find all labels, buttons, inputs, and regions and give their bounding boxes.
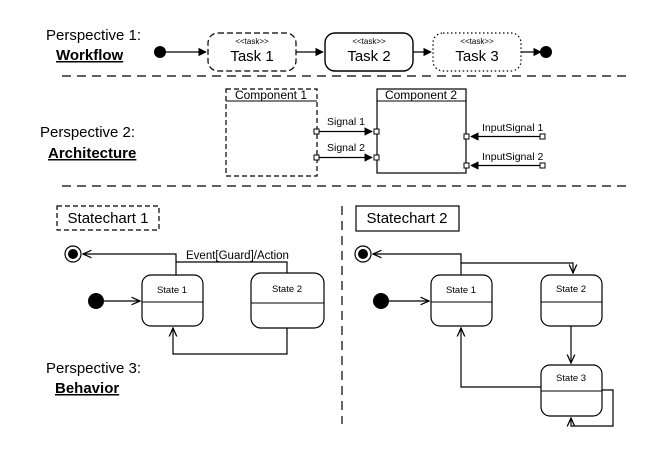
input-signal-1-label: InputSignal 1	[482, 122, 543, 134]
statechart-1: Statechart 1 State 1 State 2 Event[Guard…	[56, 205, 325, 355]
workflow-final-node	[540, 46, 552, 58]
signal-1-label: Signal 1	[327, 116, 365, 128]
task-3[interactable]: <<task>> Task 3	[432, 32, 522, 72]
statechart-2-final-state	[354, 245, 372, 263]
input-signal-1-connector: InputSignal 1	[463, 122, 546, 141]
statechart-2-initial-node	[373, 293, 389, 309]
input-signal-2-port-in	[463, 162, 470, 169]
statechart-2: Statechart 2 State 1 State 2 State 3	[354, 205, 614, 426]
signal-2-label: Signal 2	[327, 142, 365, 154]
statechart-2-title: Statechart 2	[367, 210, 448, 227]
perspective-2-name: Architecture	[48, 145, 136, 162]
task-2-stereotype: <<task>>	[352, 37, 386, 46]
statechart-2-self-transition-3	[571, 389, 614, 426]
perspective-1-name: Workflow	[56, 47, 124, 64]
statechart-2-state-2-label: State 2	[556, 284, 586, 295]
input-signal-1-port-out	[539, 133, 546, 140]
statechart-2-title-box	[355, 205, 460, 232]
component-1[interactable]: Component 1	[225, 88, 318, 177]
workflow-diagram: <<task>> Task 1 <<task>> Task 2 <<task>>…	[154, 32, 552, 72]
statechart-1-initial-node	[88, 293, 104, 309]
component-2[interactable]: Component 2	[376, 88, 467, 174]
input-signal-2-label: InputSignal 2	[482, 151, 543, 163]
statechart-2-transition-1-to-2	[460, 262, 573, 275]
statechart-1-transition-2-to-1	[173, 328, 288, 355]
input-signal-1-port-in	[463, 133, 470, 140]
task-3-label: Task 3	[455, 48, 498, 65]
task-3-stereotype: <<task>>	[460, 37, 494, 46]
statechart-2-state-3-label: State 3	[556, 373, 586, 384]
statechart-1-title-box	[56, 205, 160, 231]
statechart-1-final-state	[64, 245, 82, 263]
statechart-2-state-1-label: State 1	[446, 285, 476, 296]
signal-2-connector: Signal 2	[313, 142, 380, 162]
statechart-2-state-1[interactable]: State 1	[430, 274, 493, 327]
statechart-1-title: Statechart 1	[68, 210, 149, 227]
statechart-1-state-2-label: State 2	[272, 284, 302, 295]
component-1-title: Component 1	[235, 88, 307, 102]
component-2-title: Component 2	[385, 88, 457, 102]
perspective-2-label: Perspective 2: Architecture	[40, 124, 136, 162]
signal-1-connector: Signal 1	[313, 116, 380, 136]
task-2[interactable]: <<task>> Task 2	[324, 32, 414, 72]
input-signal-2-connector: InputSignal 2	[463, 151, 546, 170]
task-1-stereotype: <<task>>	[235, 37, 269, 46]
task-1-label: Task 1	[230, 48, 273, 65]
statechart-2-state-2[interactable]: State 2	[540, 274, 603, 327]
statechart-1-state-2[interactable]: State 2	[250, 272, 325, 329]
signal-1-port-in	[373, 128, 380, 135]
task-2-label: Task 2	[347, 48, 390, 65]
architecture-diagram: Component 1 Component 2 Signal 1 Signal …	[225, 88, 546, 177]
signal-2-port-in	[373, 154, 380, 161]
workflow-initial-node	[154, 46, 166, 58]
statechart-1-state-1-label: State 1	[157, 285, 187, 296]
statechart-2-transition-to-final	[373, 254, 462, 263]
statechart-1-state-1[interactable]: State 1	[141, 274, 204, 327]
perspective-1-title: Perspective 1:	[46, 27, 141, 44]
perspective-1-label: Perspective 1: Workflow	[46, 27, 141, 64]
signal-1-port-out	[313, 128, 320, 135]
input-signal-2-port-out	[539, 162, 546, 169]
perspective-3-title: Perspective 3:	[46, 360, 141, 377]
statechart-1-transition-label: Event[Guard]/Action	[186, 250, 289, 262]
statechart-2-transition-3-to-1	[461, 328, 541, 388]
signal-2-port-out	[313, 154, 320, 161]
statechart-2-state-3[interactable]: State 3	[540, 364, 603, 417]
task-1[interactable]: <<task>> Task 1	[207, 32, 297, 72]
perspective-3-label: Perspective 3: Behavior	[46, 360, 141, 397]
perspective-3-name: Behavior	[55, 380, 119, 397]
perspective-2-title: Perspective 2:	[40, 124, 135, 141]
